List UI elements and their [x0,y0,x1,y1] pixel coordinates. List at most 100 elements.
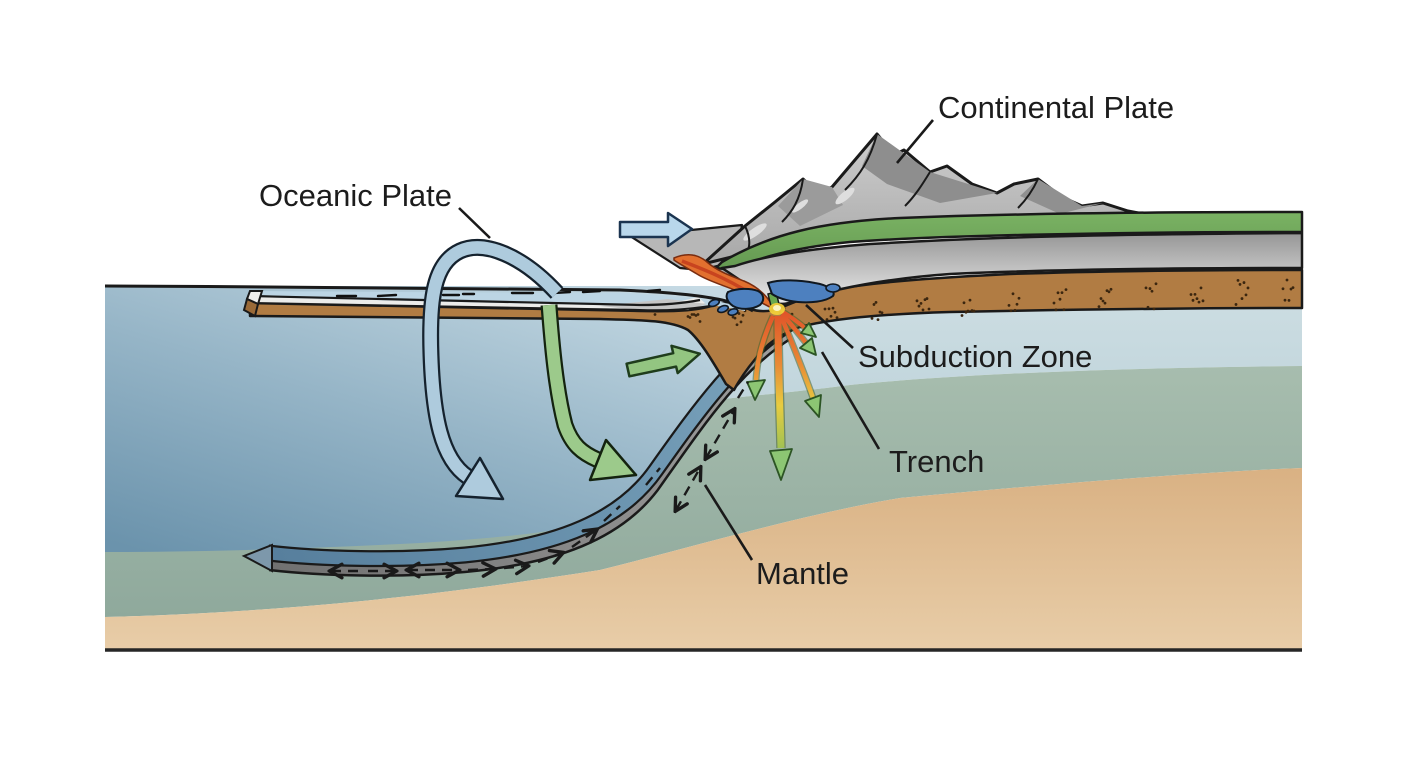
sediment-dot [1240,297,1244,300]
sediment-dot [735,323,739,327]
sediment-dot [1287,298,1291,302]
sediment-dot [1154,282,1158,286]
sediment-dot [960,314,964,317]
mountain-light-patch [835,187,855,205]
sediment-dot [1060,291,1064,295]
labels: Oceanic Plate Continental Plate Subducti… [259,90,1174,591]
sediment-dot [921,308,925,312]
sediment-dot [692,313,696,316]
sediment-dot [1056,291,1060,295]
oceanic-plate-label: Oceanic Plate [259,178,452,213]
sediment-dot [1058,297,1062,301]
sediment-dot [1197,300,1201,304]
sediment-dot [1289,287,1293,291]
plate-crust-white-band [253,297,705,311]
magma-arrows [746,303,822,481]
sediment-dot [1007,303,1011,307]
sediment-dot [698,320,702,323]
sediment-dot [739,320,743,324]
sediment-dot [1101,299,1105,303]
sediment-dot [1099,297,1103,300]
sediment-dot [1281,287,1285,291]
sediment-dot [835,316,839,320]
trench-water-blob-right [766,279,835,304]
sediment-dot [1191,298,1195,302]
sediment-dot [1236,278,1240,282]
sediment-dot [870,316,874,320]
sediment-dot [917,304,921,308]
mountain-shaded-facet [778,179,843,226]
sediment-dot [876,318,880,321]
sediment-dot [829,314,833,318]
oceanic-plate-leader-line [458,207,491,239]
magma-arrow-shaft [778,315,816,399]
trench-leader-line [820,351,881,450]
continental-plate-label: Continental Plate [938,90,1174,125]
sediment-dot [1152,307,1156,311]
trench-water-patch [825,283,841,293]
magma-arrowhead [769,448,793,481]
sediment-dot [1009,309,1013,313]
sediment-dot [1283,298,1287,302]
sediment-dot [970,309,974,312]
trench-water-finger [727,308,739,316]
sediment-dot [831,306,835,310]
slab-tip [241,543,273,573]
sediment-dot [1109,287,1113,291]
sediment-dot [823,307,827,311]
trench-water-finger [716,304,730,314]
sediment-dot [1013,308,1017,312]
sediment-dot [1062,308,1066,312]
sediment-dot [923,298,927,302]
mountain-light-patch [791,199,809,213]
sediment-dot [731,315,735,319]
sediment-dot [653,313,657,316]
sediment-dot [1103,301,1107,305]
deep-mantle-tan-region [105,468,1302,650]
continental-plate-leader-line [896,119,934,164]
plate-front-edge-line [252,294,701,307]
sediment-dot [1148,287,1152,290]
sediment-dot [1201,299,1205,303]
sediment-dot [737,312,741,315]
mountain-shaded-facet [1020,179,1103,214]
magma-arrow-shaft [781,310,807,330]
sediment-dot [1097,305,1101,309]
magma-arrowhead [804,394,822,418]
plate-left-bevel-brown [242,297,260,318]
magma-arrowhead [746,379,766,401]
plate-surface-dashes [335,288,662,298]
sediment-dot [968,298,972,302]
sediment-dot [1199,286,1203,290]
sediment-dot [872,303,876,306]
sediment-dot [1052,301,1056,305]
sediment-dot [1246,286,1250,290]
sediment-dot [915,299,919,303]
leader-lines [458,119,934,561]
sediment-dot [1146,305,1150,309]
sediment-dot [1242,281,1246,284]
sediment-dot [1195,297,1199,301]
magma-arrow-shaft [774,315,785,449]
sediment-dot [827,307,831,311]
sediment-dot [1238,283,1242,286]
mantle-convection-arrows [331,381,750,571]
sediment-dot [964,310,968,314]
sediment-dot [1064,288,1068,291]
sediment-dot [927,307,931,311]
magma-arrow-shaft [780,312,808,345]
plate-motion-arrow-blue-right [618,211,694,248]
sediment-dot [1054,308,1058,312]
trench-water-finger [707,298,721,308]
mantle-label: Mantle [756,556,849,591]
magma-focus-core [773,305,781,311]
sediment-dot [1189,293,1193,296]
sediment-dot [825,318,829,321]
slab-pull-arrow-green [540,304,638,482]
magma-arrowhead [799,337,817,356]
mountain-shaded-facet [862,134,997,203]
plate-crust-bottom-line [252,302,711,312]
oceanic-plate [104,284,754,318]
sediment-dot [1285,278,1289,282]
